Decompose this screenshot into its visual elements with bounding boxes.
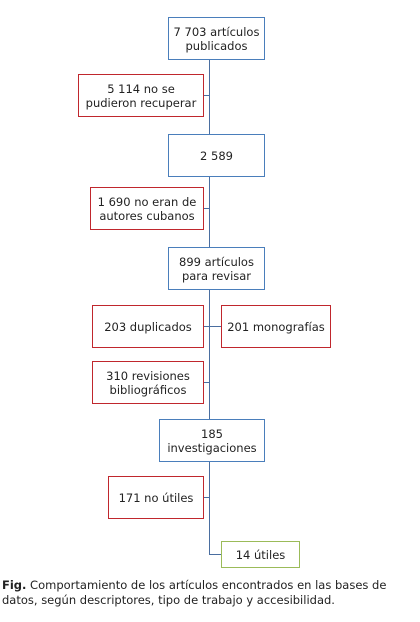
box-310-revisiones-bibliograficos: 310 revisiones bibliográficos bbox=[92, 361, 204, 404]
figure-caption: Fig. Comportamiento de los artículos enc… bbox=[2, 578, 418, 608]
box-label: 5 114 no se pudieron recuperar bbox=[85, 81, 197, 110]
caption-label: Fig. bbox=[2, 578, 27, 592]
box-7703-articulos-publicados: 7 703 artículos publicados bbox=[168, 17, 265, 60]
box-171-no-utiles: 171 no útiles bbox=[108, 476, 204, 519]
box-label: 2 589 bbox=[200, 148, 233, 163]
connector-g1 bbox=[209, 554, 221, 555]
box-14-utiles: 14 útiles bbox=[221, 541, 300, 568]
caption-text: Comportamiento de los artículos encontra… bbox=[2, 578, 387, 607]
connector-r5 bbox=[204, 382, 210, 383]
box-label: 203 duplicados bbox=[104, 319, 192, 334]
box-203-duplicados: 203 duplicados bbox=[92, 305, 204, 348]
box-label: 310 revisiones bibliográficos bbox=[106, 368, 190, 397]
box-899-articulos-para-revisar: 899 artículos para revisar bbox=[168, 247, 265, 290]
box-label: 899 artículos para revisar bbox=[179, 254, 254, 283]
box-185-investigaciones: 185 investigaciones bbox=[159, 419, 265, 462]
box-label: 7 703 artículos publicados bbox=[173, 24, 260, 53]
connector-r1 bbox=[204, 95, 210, 96]
connector-r2 bbox=[204, 208, 210, 209]
connector-r6 bbox=[204, 497, 210, 498]
box-2589: 2 589 bbox=[168, 134, 265, 177]
box-201-monografias: 201 monografías bbox=[221, 305, 331, 348]
box-label: 171 no útiles bbox=[118, 490, 194, 505]
box-label: 1 690 no eran de autores cubanos bbox=[97, 194, 197, 223]
connector-main-trunk bbox=[209, 60, 210, 554]
box-label: 185 investigaciones bbox=[167, 426, 257, 455]
box-1690-no-autores-cubanos: 1 690 no eran de autores cubanos bbox=[90, 187, 204, 230]
box-5114-no-recuperados: 5 114 no se pudieron recuperar bbox=[78, 74, 204, 117]
box-label: 14 útiles bbox=[235, 547, 286, 562]
connector-r3-r4 bbox=[204, 326, 221, 327]
box-label: 201 monografías bbox=[227, 319, 325, 334]
